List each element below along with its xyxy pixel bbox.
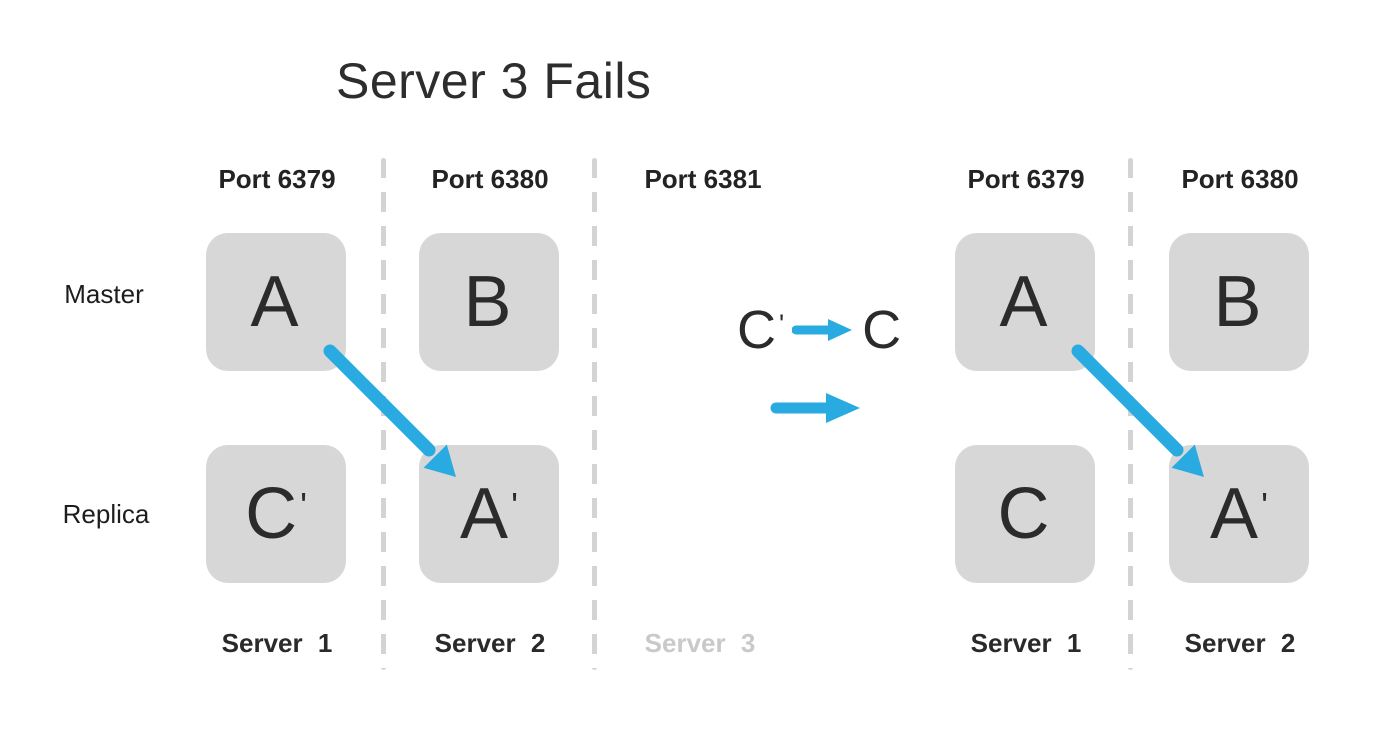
server-label-left-2: Server 2 — [434, 628, 546, 658]
prime-mark: ' — [779, 309, 785, 340]
shard-label: B — [1213, 262, 1262, 342]
shard-label: A — [999, 262, 1048, 342]
server-label-left-3-failed: Server 3 — [644, 628, 756, 658]
arrow-right-icon — [770, 393, 860, 423]
column-divider — [381, 158, 386, 670]
prime-mark: ' — [1261, 485, 1268, 527]
port-label-left-6380: Port 6380 — [431, 164, 549, 194]
row-label-master: Master — [64, 279, 144, 309]
box-left-master-b: B — [419, 233, 559, 371]
port-label-right-6379: Port 6379 — [967, 164, 1085, 194]
shard-label: C — [997, 474, 1050, 554]
server-label-left-1: Server 1 — [221, 628, 333, 658]
promotion-from-label: C' — [737, 300, 785, 360]
shard-label: C' — [245, 474, 307, 554]
shard-label: A' — [460, 474, 518, 554]
box-left-master-a: A — [206, 233, 346, 371]
row-label-replica: Replica — [62, 499, 150, 529]
promote-arrow-icon — [792, 319, 853, 341]
prime-mark: ' — [511, 485, 518, 527]
server-label-right-1: Server 1 — [970, 628, 1082, 658]
page-title: Server 3 Fails — [336, 53, 652, 109]
box-right-master-a: A — [955, 233, 1095, 371]
shard-label: A' — [1210, 474, 1268, 554]
prime-mark: ' — [300, 485, 307, 527]
replication-arrow-icon — [323, 344, 456, 477]
box-left-replica-a-prime: A' — [419, 445, 559, 583]
replication-arrow-icon — [1071, 344, 1204, 477]
port-label-right-6380: Port 6380 — [1181, 164, 1299, 194]
column-divider — [1128, 158, 1133, 670]
column-divider — [592, 158, 597, 670]
promotion-to-label: C — [862, 300, 902, 360]
box-right-replica-c: C — [955, 445, 1095, 583]
shard-label: A — [250, 262, 299, 342]
box-right-master-b: B — [1169, 233, 1309, 371]
port-label-left-6379: Port 6379 — [218, 164, 336, 194]
port-label-left-6381: Port 6381 — [644, 164, 762, 194]
shard-label: B — [463, 262, 512, 342]
box-left-replica-c-prime: C' — [206, 445, 346, 583]
promotion-annotation: C' C — [737, 303, 904, 357]
state-transition-arrow — [770, 391, 862, 425]
server-label-right-2: Server 2 — [1184, 628, 1296, 658]
